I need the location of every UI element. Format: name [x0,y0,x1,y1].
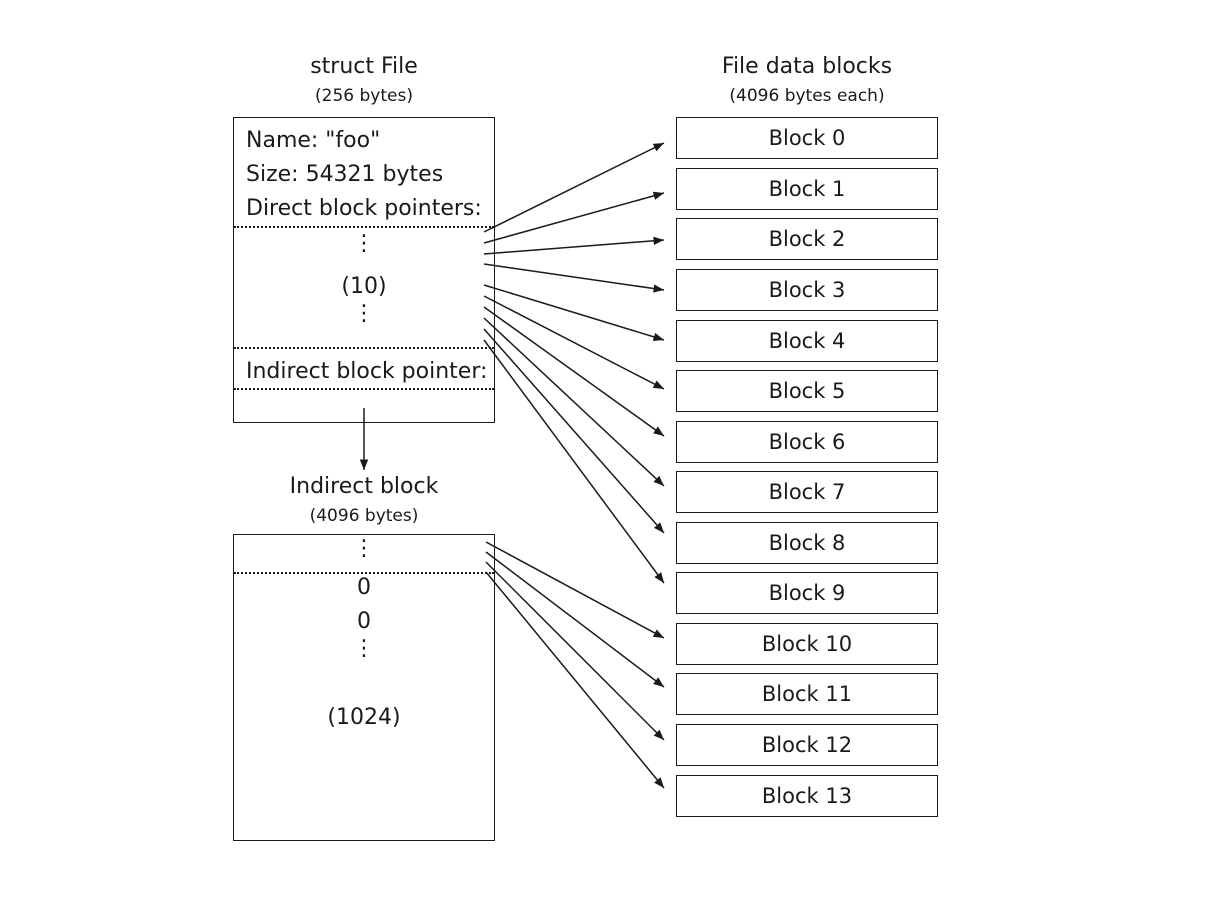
indirect-entry-arrow [485,551,665,688]
indirect-entry-arrow [485,571,665,789]
direct-section-top-divider [234,226,494,228]
indirect-entry-zero: 0 [357,575,371,600]
data-blocks-size: (4096 bytes each) [729,86,885,106]
direct-pointer-count: (10) [341,274,387,299]
data-block: Block 13 [676,775,938,817]
data-block: Block 3 [676,269,938,311]
direct-pointer-arrow [483,236,665,255]
indirect-block-divider [234,572,494,574]
file-size-field: Size: 54321 bytes [246,162,444,187]
direct-pointer-arrow [483,306,665,437]
data-block: Block 4 [676,320,938,362]
indirect-block-title: Indirect block [289,474,439,499]
indirect-block-size: (4096 bytes) [309,506,419,526]
data-block: Block 8 [676,522,938,564]
direct-pointers-label: Direct block pointers: [246,196,482,221]
indirect-entry-arrow [485,561,665,741]
indirect-section-divider [234,388,494,390]
data-block: Block 11 [676,673,938,715]
vertical-ellipsis-icon: ⋮ [353,536,375,561]
data-block: Block 9 [676,572,938,614]
direct-pointer-arrow [483,328,665,534]
struct-file-title: struct File [310,54,418,79]
data-block: Block 10 [676,623,938,665]
vertical-ellipsis-icon: ⋮ [353,231,375,256]
file-name-field: Name: "foo" [246,128,381,153]
struct-file-size: (256 bytes) [315,86,413,106]
direct-pointer-arrow [483,191,665,244]
data-block: Block 5 [676,370,938,412]
direct-pointer-arrow [483,317,665,487]
direct-pointer-arrow [483,142,665,233]
indirect-entry-arrow [485,541,665,639]
direct-pointer-arrow [483,263,665,293]
direct-pointer-arrow [483,295,665,390]
direct-section-bottom-divider [234,347,494,349]
data-block: Block 2 [676,218,938,260]
data-block: Block 0 [676,117,938,159]
indirect-pointer-label: Indirect block pointer: [246,359,488,384]
vertical-ellipsis-icon: ⋮ [353,636,375,661]
struct-file-box: Name: "foo" Size: 54321 bytes Direct blo… [233,117,495,423]
indirect-block-box: ⋮ 0 0 ⋮ (1024) [233,534,495,841]
direct-pointer-arrow [483,284,665,341]
data-block: Block 1 [676,168,938,210]
direct-pointer-arrow [483,339,665,584]
data-blocks-title: File data blocks [721,54,893,79]
indirect-entry-zero: 0 [357,609,371,634]
vertical-ellipsis-icon: ⋮ [353,301,375,326]
data-block: Block 7 [676,471,938,513]
data-block: Block 6 [676,421,938,463]
data-block: Block 12 [676,724,938,766]
indirect-entry-count: (1024) [327,705,401,730]
